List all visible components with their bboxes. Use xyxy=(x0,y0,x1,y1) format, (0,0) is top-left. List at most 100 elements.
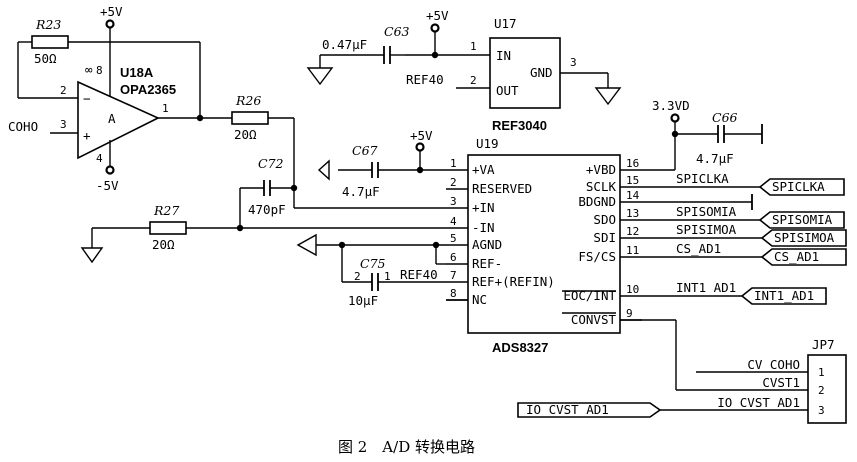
u17-in: IN xyxy=(496,48,511,63)
r26-ref: R26 xyxy=(235,93,261,108)
jp7-pin-2: 2 xyxy=(818,384,825,397)
u18-part: OPA2365 xyxy=(120,82,176,97)
u17-pin2: 2 xyxy=(470,74,477,87)
c75-pin2: 2 xyxy=(354,270,361,283)
u19-pin-15: 15 xyxy=(626,174,639,187)
io-cvst-ad1-port xyxy=(517,402,662,418)
u19-pin-16: 16 xyxy=(626,157,639,170)
figure-caption: 图 2 A/D 转换电路 xyxy=(338,438,475,456)
u17-gnd: GND xyxy=(530,65,553,80)
c63-vcc-label: +5V xyxy=(426,8,449,23)
net-wire-label-2: SPISIMOA xyxy=(676,222,737,237)
net-port-1 xyxy=(758,211,845,229)
u19-pin-3: 3 xyxy=(450,195,457,208)
net-port-4 xyxy=(740,287,827,305)
u19-pin-name-9: CONVST xyxy=(571,312,617,327)
u18-infinity: ∞ xyxy=(85,62,93,77)
net-port-label-4: INT1_AD1 xyxy=(754,288,814,303)
jp7-net-1: CV_COHO xyxy=(747,357,800,372)
u17-pin1: 1 xyxy=(470,40,477,53)
c66-ref: C66 xyxy=(712,110,738,125)
net-port-label-2: SPISIMOA xyxy=(774,230,835,245)
u18-pin2: 2 xyxy=(60,84,67,97)
c75-ref: C75 xyxy=(360,256,386,271)
capacitor-c75: C75 10μF 2 1 REF40 xyxy=(296,233,446,308)
signal-nets: SPICLKA SPICLKA SPISOMIA SPISOMIA SPISIMOA SP… xyxy=(642,171,847,305)
r23-value: 50Ω xyxy=(34,51,57,66)
c67-vcc-label: +5V xyxy=(410,128,433,143)
u19-pin-8: 8 xyxy=(450,287,457,300)
resistor-r26: R26 20Ω xyxy=(231,93,295,208)
u18-pin4: 4 xyxy=(96,152,103,165)
u17-pin3: 3 xyxy=(570,56,577,69)
c72-value: 470pF xyxy=(248,202,286,217)
u19-pin-11: 11 xyxy=(626,244,639,257)
net-port-3 xyxy=(760,248,847,266)
c66-vcc-label: 3.3VD xyxy=(652,98,690,113)
u19-pin-6: 6 xyxy=(450,251,457,264)
u18-pin8: 8 xyxy=(96,64,103,77)
net-port-label-0: SPICLKA xyxy=(772,179,825,194)
u19-pin-name-16: +VBD xyxy=(586,162,616,177)
u19-pin-name-14: BDGND xyxy=(578,194,616,209)
r27-ref: R27 xyxy=(153,203,179,218)
u19-pin-name-4: -IN xyxy=(472,220,495,235)
c63-value: 0.47μF xyxy=(322,37,367,52)
capacitor-c66: 3.3VD C66 4.7μF xyxy=(642,98,763,171)
u19-pin-5: 5 xyxy=(450,232,457,245)
u19-pin-name-1: +VA xyxy=(472,162,495,177)
u18-pin1: 1 xyxy=(162,102,169,115)
u19-right-pins: 16+VBD15SCLK14BDGND13SDO12SDI11FS/CS10EO… xyxy=(563,157,642,327)
u18-ref: U18A xyxy=(120,65,154,80)
u17-part: REF3040 xyxy=(492,118,547,133)
opamp-u18a: U18A OPA2365 A ∞ − + 2 3 1 8 4 +5V -5V C… xyxy=(8,4,232,193)
u17-ref: U17 xyxy=(494,16,517,31)
u19-pin-10: 10 xyxy=(626,283,639,296)
u18-minus: − xyxy=(83,91,91,106)
u19-pin-name-8: NC xyxy=(472,292,487,307)
u19-pin-2: 2 xyxy=(450,176,457,189)
u19-pin-name-2: RESERVED xyxy=(472,181,532,196)
u19-pin-name-12: SDI xyxy=(593,230,616,245)
coho-input-label: COHO xyxy=(8,119,38,134)
u18-plus: + xyxy=(83,128,91,143)
net-port-2 xyxy=(760,229,847,247)
p5v-terminal xyxy=(105,19,115,29)
c72-ref: C72 xyxy=(258,156,284,171)
u19-pin-name-13: SDO xyxy=(593,212,616,227)
net-wire-label-0: SPICLKA xyxy=(676,171,729,186)
net-wire-label-4: INT1 AD1 xyxy=(676,280,736,295)
net-port-label-3: CS_AD1 xyxy=(774,249,819,264)
capacitor-c63: +5V C63 0.47μF xyxy=(306,8,449,86)
r26-value: 20Ω xyxy=(234,127,257,142)
u19-pin-9: 9 xyxy=(626,307,633,320)
u19-ref: U19 xyxy=(476,136,499,151)
jp7-net-3: IO_CVST_AD1 xyxy=(717,395,800,410)
resistor-r23: R23 50Ω xyxy=(18,17,200,66)
net-port-0 xyxy=(758,178,845,196)
u19-pin-name-7: REF+(REFIN) xyxy=(472,274,555,289)
c75-value: 10μF xyxy=(348,293,378,308)
u18-vminus-label: -5V xyxy=(96,178,119,193)
u18-vplus-label: +5V xyxy=(100,4,123,19)
u19-part: ADS8327 xyxy=(492,340,548,355)
r23-ref: R23 xyxy=(35,17,61,32)
u19-ref40-label: REF40 xyxy=(400,267,438,282)
u19-pin-1: 1 xyxy=(450,157,457,170)
capacitor-c72: C72 470pF xyxy=(239,156,298,228)
jp7-pin-3: 3 xyxy=(818,404,825,417)
net-port-label-1: SPISOMIA xyxy=(772,212,833,227)
u19-pin-name-5: AGND xyxy=(472,237,502,252)
io-cvst-ad1-port-label: IO_CVST_AD1 xyxy=(526,402,609,417)
jp7-pin-1: 1 xyxy=(818,366,825,379)
u19-pin-13: 13 xyxy=(626,207,639,220)
u19-pin-name-11: FS/CS xyxy=(578,249,616,264)
net-wire-label-1: SPISOMIA xyxy=(676,204,737,219)
c63-ref: C63 xyxy=(384,24,410,39)
u17-ref-net: REF40 xyxy=(406,72,444,87)
u19-pin-name-6: REF- xyxy=(472,256,502,271)
u19-pin-14: 14 xyxy=(626,189,640,202)
